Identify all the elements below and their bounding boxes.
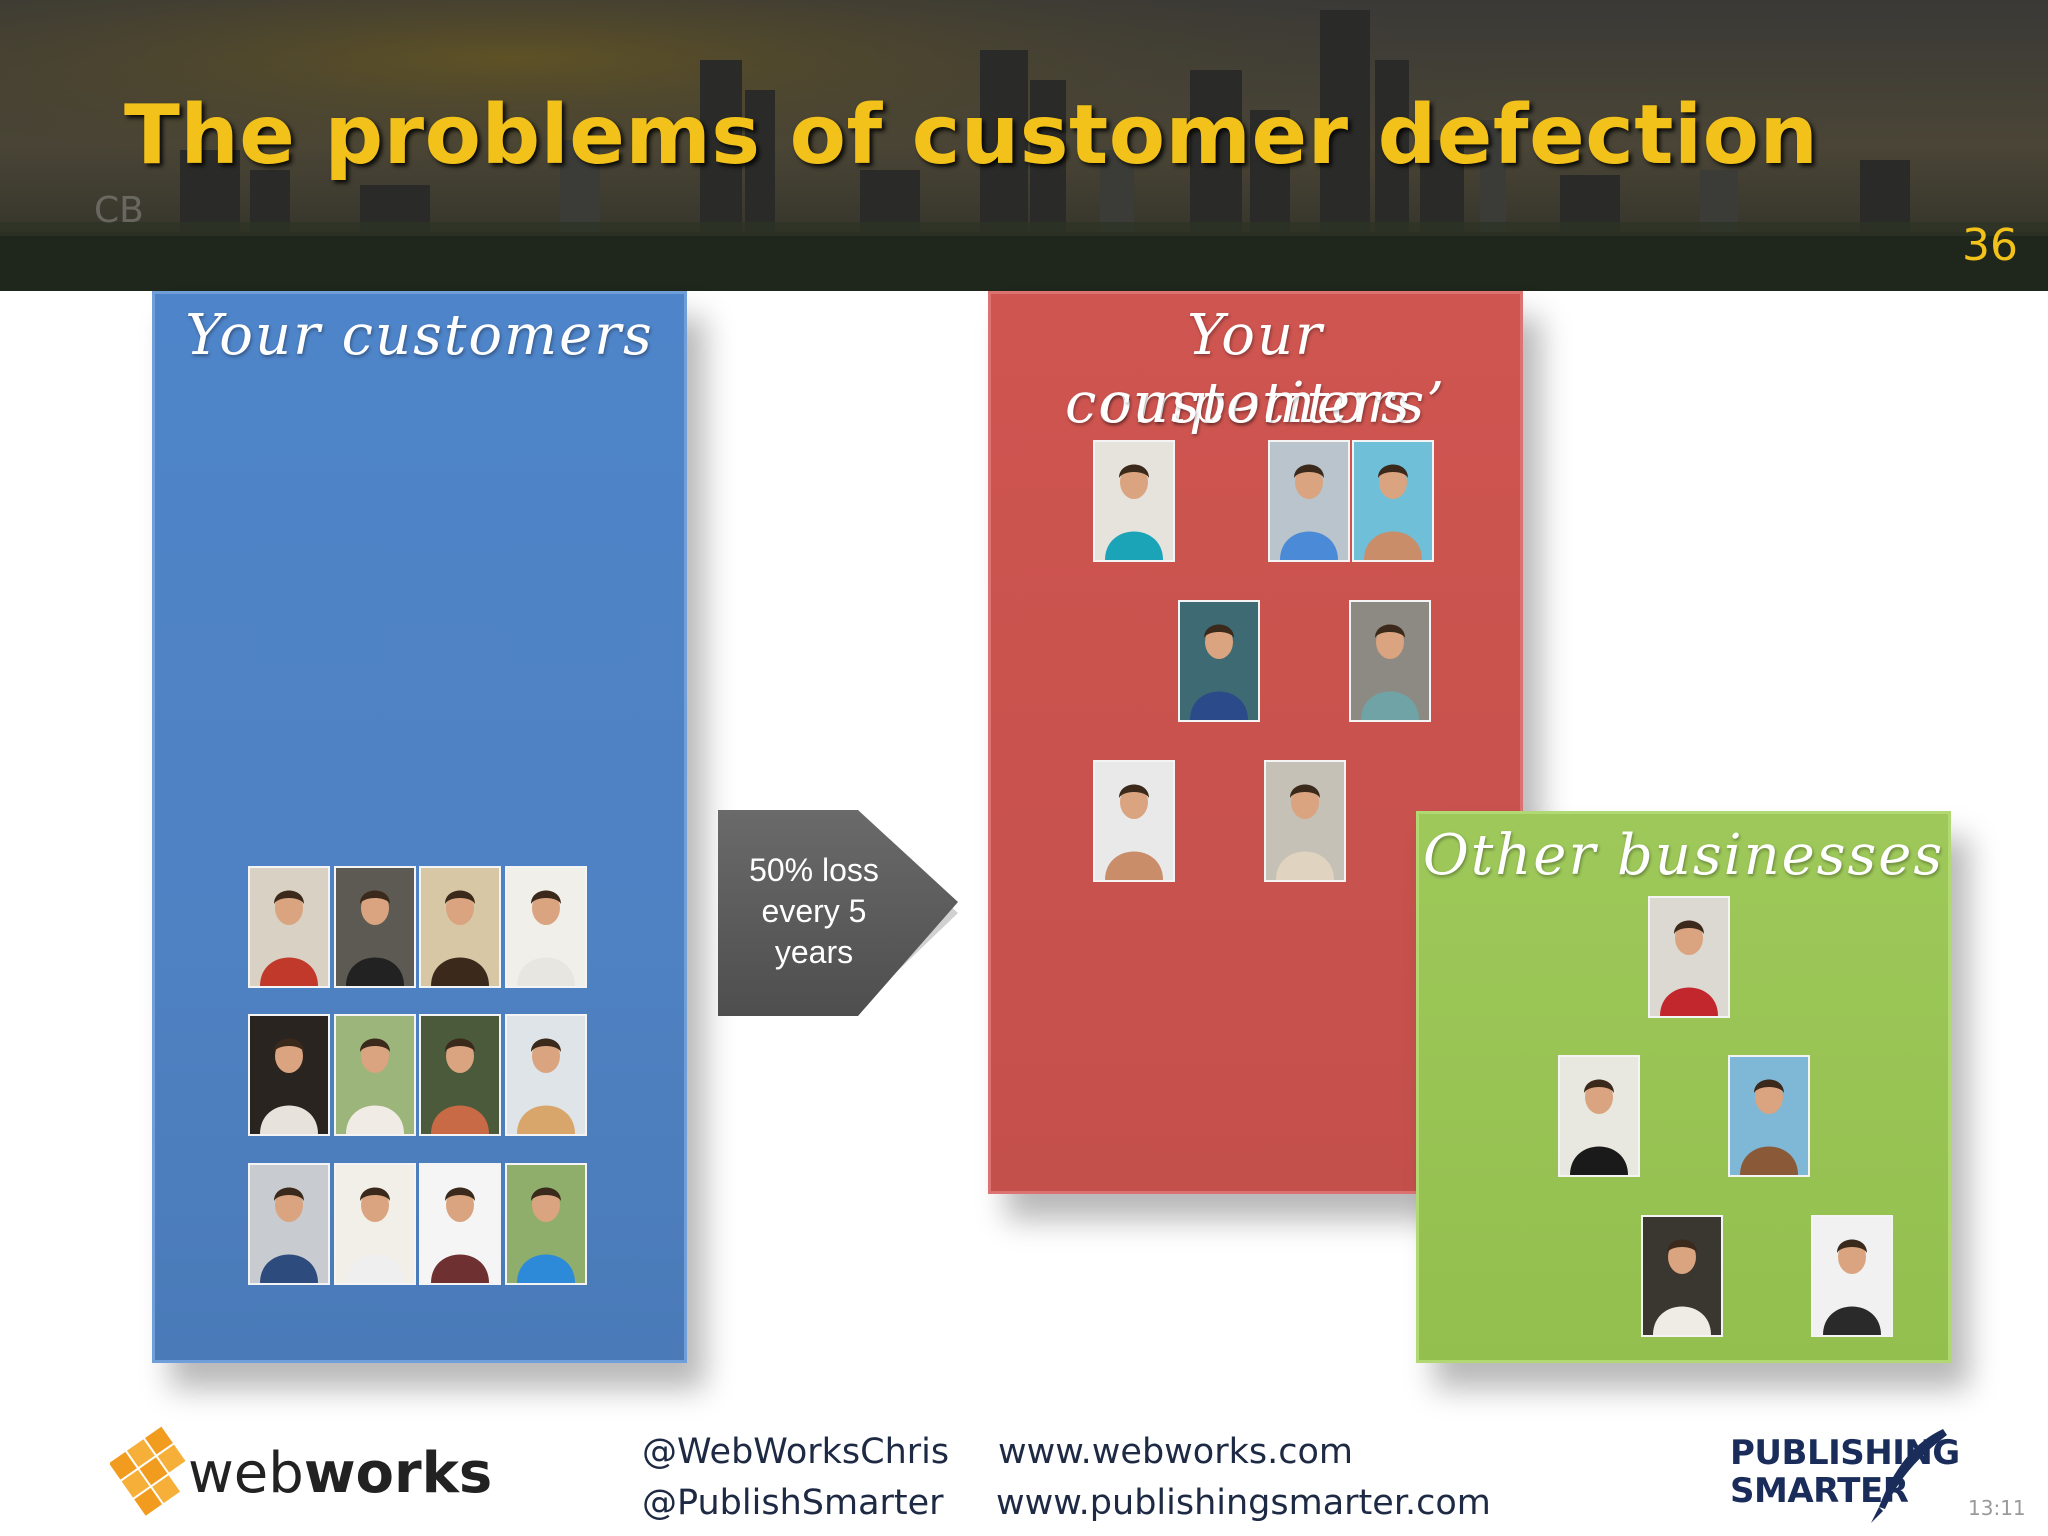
person-photo [334, 1014, 416, 1136]
your-customers-title: Your customers [185, 303, 654, 368]
slide-number: 36 [1962, 220, 2018, 271]
person-photo [248, 866, 330, 988]
person-photo [419, 866, 501, 988]
person-photo [1349, 600, 1431, 722]
person-photo [1093, 440, 1175, 562]
twitter-handle-2[interactable]: @PublishSmarter [642, 1483, 944, 1523]
person-photo [505, 866, 587, 988]
person-photo [1093, 760, 1175, 882]
arrow-label-line1: 50% loss [749, 852, 879, 888]
city-skyline-image [0, 0, 2048, 291]
person-photo [505, 1014, 587, 1136]
slide-header: The problems of customer defection CB 36 [0, 0, 2048, 291]
watermark-text: CB [94, 190, 144, 231]
other-businesses-title: Other businesses [1422, 823, 1945, 888]
competitors-customers-title-line2: customers [1099, 371, 1412, 436]
publishing-smarter-line2: SMARTER [1730, 1471, 1909, 1511]
publishing-smarter-logo: PUBLISHING SMARTER [1730, 1425, 1960, 1535]
person-photo [1728, 1055, 1810, 1177]
person-photo [248, 1163, 330, 1285]
website-link-1[interactable]: www.webworks.com [998, 1432, 1353, 1472]
person-photo [419, 1163, 501, 1285]
person-photo [1641, 1215, 1723, 1337]
competitors-customers-title-line1: Your competitors’ [1064, 303, 1447, 436]
person-photo [1811, 1215, 1893, 1337]
website-link-2[interactable]: www.publishingsmarter.com [996, 1483, 1491, 1523]
person-photo [334, 1163, 416, 1285]
person-photo [1178, 600, 1260, 722]
person-photo [334, 866, 416, 988]
slide-title: The problems of customer defection [124, 88, 1819, 183]
webworks-wordmark: webworks [188, 1441, 493, 1506]
arrow-shape [718, 810, 958, 1016]
arrow-label: 50% loss every 5 years [718, 850, 910, 973]
person-photo [1268, 440, 1350, 562]
timestamp: 13:11 [1968, 1496, 2026, 1520]
webworks-logo-icon [108, 1426, 186, 1516]
person-photo [1352, 440, 1434, 562]
person-photo [419, 1014, 501, 1136]
person-photo [1264, 760, 1346, 882]
person-photo [1558, 1055, 1640, 1177]
quill-pen-icon [1871, 1429, 1947, 1523]
person-photo [1648, 896, 1730, 1018]
twitter-handle-1[interactable]: @WebWorksChris [642, 1432, 950, 1472]
person-photo [505, 1163, 587, 1285]
person-photo [248, 1014, 330, 1136]
webworks-logo: webworks [108, 1425, 492, 1525]
defection-arrow: 50% loss every 5 years [718, 810, 962, 1020]
arrow-label-line2: every 5 [761, 893, 867, 929]
arrow-label-line3: years [774, 934, 854, 970]
